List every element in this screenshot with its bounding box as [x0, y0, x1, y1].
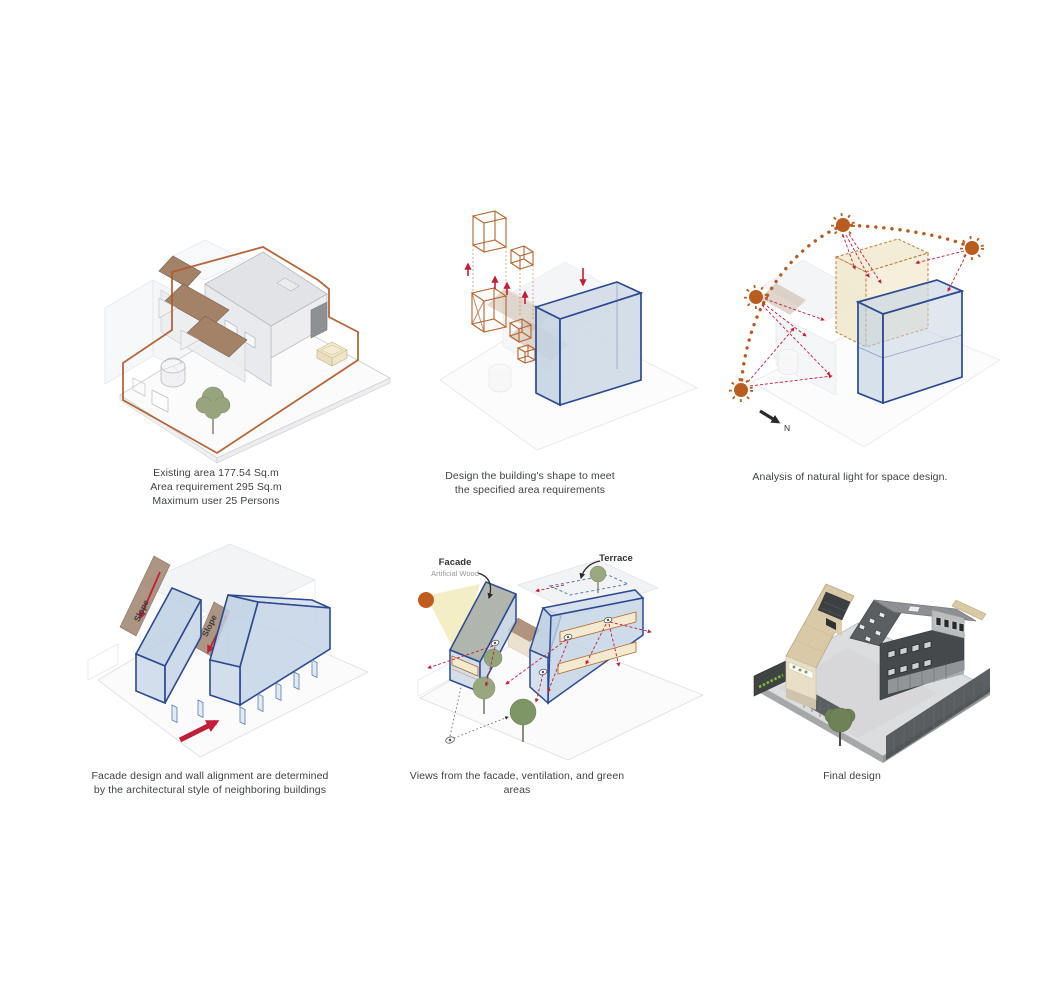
caption-line: Final design	[823, 770, 881, 782]
caption-line: Analysis of natural light for space desi…	[752, 471, 948, 483]
sun-icon	[960, 236, 984, 260]
slope-windows	[858, 611, 886, 643]
middle-gable-panel	[817, 591, 851, 636]
drop-guides	[472, 245, 534, 321]
caption-line: Maximum user 25 Persons	[152, 495, 280, 507]
terrace-label: Terrace	[599, 553, 633, 564]
tree	[483, 648, 503, 668]
tree	[472, 676, 496, 700]
tree	[509, 698, 537, 726]
caption-line: Facade design and wall alignment are det…	[91, 770, 329, 782]
alignment-arrow	[178, 719, 220, 743]
ventilation-arrows	[427, 584, 652, 703]
volume-blue	[855, 279, 965, 405]
eye-icon	[490, 639, 500, 647]
facade-label: Facade	[439, 557, 472, 568]
sun-icon	[729, 378, 753, 402]
wirebox-tiny	[516, 344, 537, 364]
caption-line: the specified area requirements	[454, 484, 606, 496]
caption-slope: Facade design and wall alignment are det…	[90, 769, 330, 797]
diagram-sunlight: N	[729, 213, 1001, 448]
wirebox-tall	[471, 210, 508, 253]
lift-arrows	[464, 262, 587, 304]
wirebox-small-upper	[509, 245, 535, 270]
yard-elements	[132, 377, 169, 413]
caption-line: Views from the facade, ventilation, and …	[409, 770, 625, 796]
tree	[589, 565, 607, 583]
volume-blue	[533, 281, 644, 407]
sun-icons	[729, 213, 984, 402]
site-plate	[119, 307, 391, 464]
caption-line: Existing area 177.54 Sq.m	[153, 467, 279, 479]
diagram-existing-building	[104, 239, 391, 464]
view-lines	[449, 682, 509, 739]
tree	[195, 386, 231, 434]
view-eye-icons	[445, 616, 613, 744]
eye-icon	[563, 633, 573, 641]
diagram-final-design	[753, 583, 991, 763]
eye-icon	[603, 616, 613, 624]
gable-windows	[935, 616, 965, 633]
wirebox-mid	[470, 287, 508, 333]
stilts	[171, 659, 318, 726]
terrace-outline	[548, 574, 630, 596]
facade-sublabel: Artificial Wood	[431, 569, 479, 578]
trees	[472, 565, 607, 742]
wall-windows	[887, 640, 932, 677]
spiral-stair	[160, 357, 186, 388]
caption-views: Views from the facade, ventilation, and …	[397, 769, 637, 797]
site-boundary	[122, 246, 359, 455]
sun-icon	[418, 592, 434, 608]
caption-line: Area requirement 295 Sq.m	[150, 481, 282, 493]
eye-icon	[538, 668, 548, 676]
massing-wireframes	[470, 210, 537, 364]
caption-sunlight: Analysis of natural light for space desi…	[730, 470, 970, 484]
label-arrows	[477, 560, 601, 600]
volume-left	[134, 586, 203, 705]
sun-icon	[744, 285, 768, 309]
roof-slat-screen	[951, 599, 987, 621]
caption-line: by the architectural style of neighborin…	[93, 784, 327, 796]
main-block	[529, 589, 645, 705]
diagram-massing	[439, 210, 699, 451]
caption-final: Final design	[732, 769, 972, 783]
tree	[824, 707, 856, 746]
light-ray-arrows	[747, 233, 967, 387]
wirebox-small-lower	[508, 318, 533, 343]
planter-box	[316, 341, 348, 367]
light-cone	[426, 584, 480, 658]
north-label: N	[784, 423, 790, 433]
right-building-dark	[849, 599, 977, 701]
caption-massing: Design the building's shape to meet the …	[410, 469, 650, 497]
brown-gable-roofs	[158, 255, 248, 358]
caption-line: Design the building's shape to meet	[445, 470, 615, 482]
diagram-views: Facade Artificial Wood Terrace	[417, 553, 705, 761]
volume-right	[209, 594, 331, 707]
diagram-slope: Slope Slope	[87, 543, 370, 758]
north-arrow-icon: N	[759, 409, 790, 433]
perimeter-fence	[886, 668, 990, 760]
caption-existing: Existing area 177.54 Sq.m Area requireme…	[96, 466, 336, 508]
eye-icon	[445, 736, 455, 744]
